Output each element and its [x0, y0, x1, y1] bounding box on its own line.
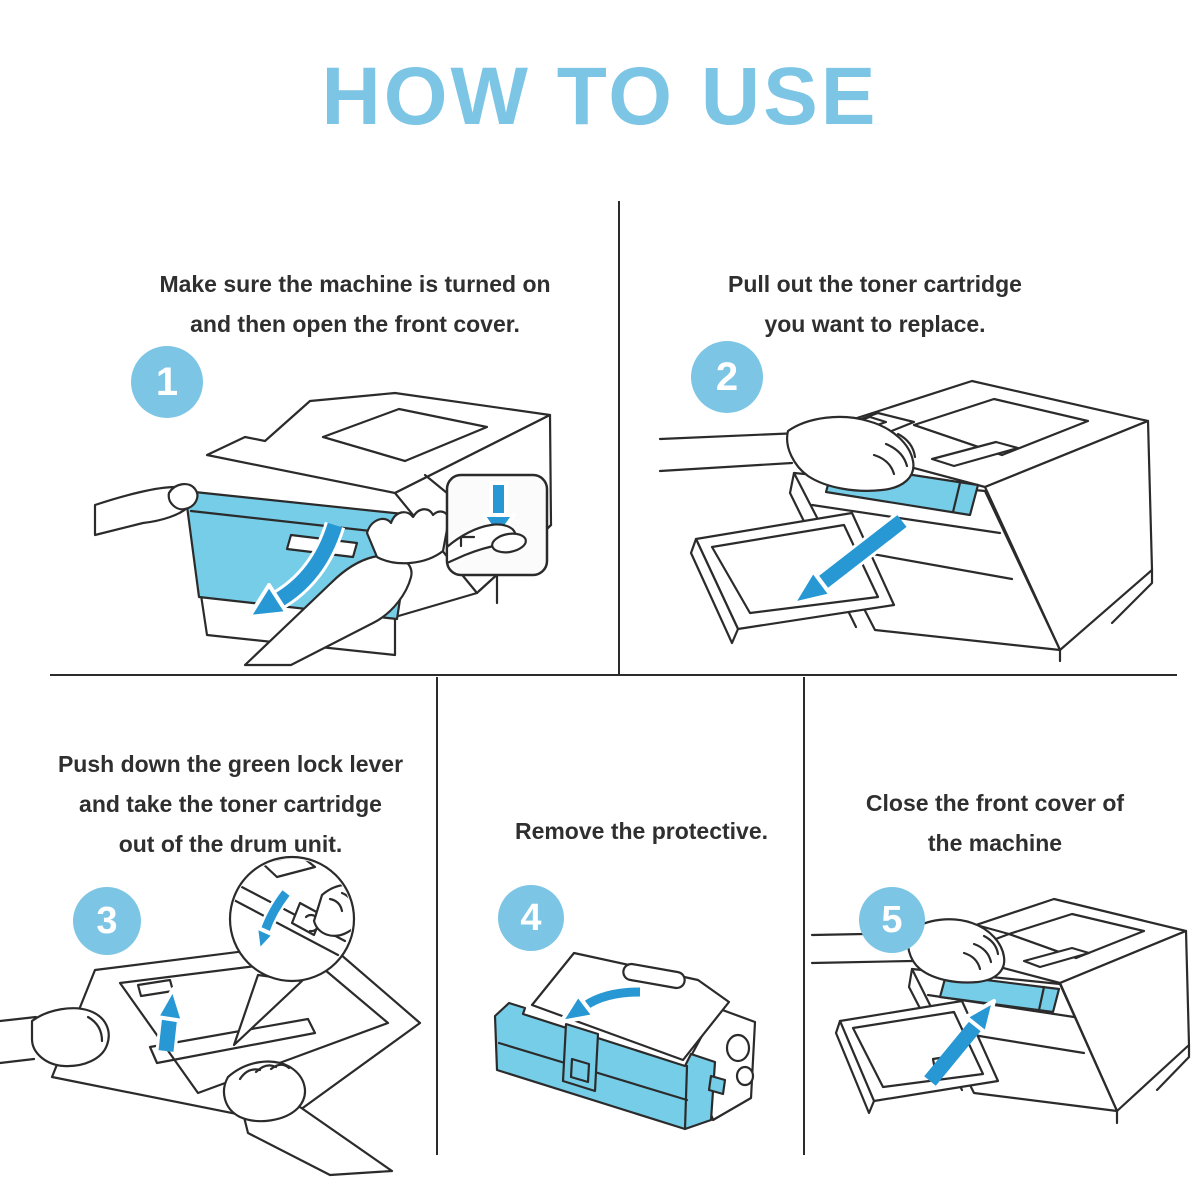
hand-illustration	[810, 918, 1006, 984]
drum-unit-line-art	[50, 939, 422, 1125]
step-number: 4	[520, 896, 542, 939]
step-3-caption: Push down the green lock lever and take …	[12, 744, 449, 864]
step-number: 2	[715, 354, 739, 399]
open-arrow-icon	[247, 521, 346, 619]
step-number: 5	[881, 898, 903, 941]
illustration-close-front-cover	[810, 897, 1191, 1125]
remove-arrow-icon	[559, 985, 641, 1024]
open-front-door	[689, 511, 896, 645]
divider-vertical-row1	[618, 201, 620, 675]
lock-lever-closeup	[228, 855, 356, 1047]
caption-line: the machine	[927, 830, 1063, 856]
illustration-pull-cartridge	[658, 379, 1154, 663]
step-5-caption: Close the front cover of the machine	[797, 783, 1193, 863]
lever-arrow-icon	[254, 888, 292, 953]
insert-arrow-icon	[924, 999, 996, 1086]
step-4-caption: Remove the protective.	[458, 811, 825, 851]
step-5-number-badge: 5	[859, 887, 925, 953]
caption-line: and take the toner cartridge	[79, 791, 382, 817]
caption-line: Pull out the toner cartridge	[728, 271, 1022, 297]
divider-vertical-row2-left	[436, 677, 438, 1155]
caption-line: and then open the front cover.	[190, 311, 520, 337]
caption-line: Make sure the machine is turned on	[159, 271, 551, 297]
illustration-remove-protective	[493, 951, 757, 1131]
step-5-panel: Close the front cover of the machine 5	[804, 677, 1200, 1200]
step-number: 3	[96, 899, 118, 942]
divider-vertical-row2-right	[803, 677, 805, 1155]
page-title: HOW TO USE	[321, 51, 879, 142]
caption-line: Close the front cover of	[865, 790, 1125, 816]
step-3-number-badge: 3	[73, 887, 141, 955]
step-1-panel: Make sure the machine is turned on and t…	[0, 200, 619, 675]
step-2-number-badge: 2	[691, 341, 763, 413]
step-1-caption: Make sure the machine is turned on and t…	[75, 264, 635, 344]
toner-cartridge-highlight	[938, 973, 1061, 1014]
step-2-panel: Pull out the toner cartridge you want to…	[619, 200, 1200, 675]
step-3-panel: Push down the green lock lever and take …	[0, 677, 437, 1200]
illustration-drum-unit	[0, 855, 422, 1177]
printer-line-art	[907, 897, 1191, 1125]
press-button-callout	[423, 473, 549, 605]
step-1-number-badge: 1	[131, 346, 203, 418]
toner-cartridge-line-art	[493, 951, 757, 1131]
open-front-door	[834, 999, 1000, 1115]
caption-line: out of the drum unit.	[118, 831, 343, 857]
caption-line: Push down the green lock lever	[57, 751, 404, 777]
step-4-panel: Remove the protective. 4	[437, 677, 804, 1200]
left-hand-illustration	[93, 483, 199, 537]
lift-arrow-icon	[155, 987, 185, 1053]
finger-press-illustration	[445, 523, 527, 565]
caption-line: Remove the protective.	[514, 818, 769, 844]
right-hand-illustration	[222, 1060, 394, 1177]
step-2-caption: Pull out the toner cartridge you want to…	[625, 264, 1125, 344]
closeup-contents	[232, 859, 352, 957]
step-number: 1	[155, 359, 179, 404]
right-hand-illustration	[243, 508, 451, 667]
hand-illustration	[658, 415, 917, 492]
illustration-open-front-cover	[93, 391, 553, 667]
step-4-number-badge: 4	[498, 885, 564, 951]
pull-arrow-icon	[791, 512, 909, 606]
left-hand-illustration	[0, 1007, 110, 1068]
divider-horizontal	[50, 674, 1177, 676]
caption-line: you want to replace.	[764, 311, 986, 337]
printer-line-art	[788, 379, 1154, 663]
